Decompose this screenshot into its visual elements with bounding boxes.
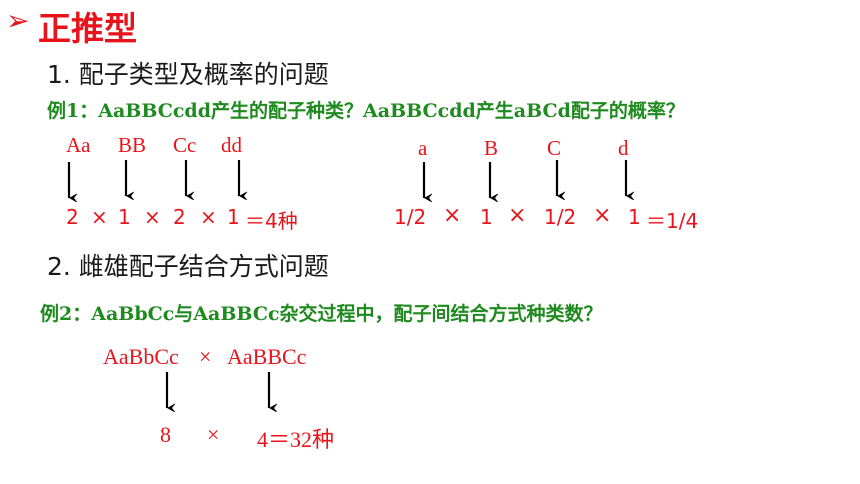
left-formula-term: 1 — [118, 205, 131, 229]
right-formula-term: 1/2 — [394, 205, 427, 229]
result-times: × — [207, 422, 220, 447]
down-arrow-icon — [555, 160, 565, 200]
left-formula-times: × — [144, 205, 161, 229]
result-term: 8 — [160, 422, 171, 447]
right-gene-b: B — [484, 136, 499, 160]
right-gene-a: a — [418, 136, 428, 160]
left-gene-dd: dd — [221, 133, 242, 157]
down-arrow-icon — [422, 162, 432, 202]
right-formula-term: 1 — [628, 205, 641, 229]
down-arrow-icon — [165, 372, 175, 412]
right-gene-d: d — [618, 136, 629, 160]
result-value: 4＝32种 — [257, 427, 335, 452]
title-bullet-icon: ➢ — [6, 4, 30, 37]
right-formula-times: × — [508, 203, 527, 228]
down-arrow-icon — [124, 160, 134, 200]
down-arrow-icon — [237, 160, 247, 200]
left-gene-cc: Cc — [173, 133, 197, 157]
right-formula-term: 1/2 — [544, 205, 577, 229]
left-formula-term: 2 — [66, 205, 79, 229]
left-formula-term: 1 — [227, 205, 240, 229]
down-arrow-icon — [67, 162, 77, 202]
left-formula-times: × — [91, 205, 108, 229]
down-arrow-icon — [184, 160, 194, 200]
right-formula-result: ＝1/4 — [646, 209, 699, 233]
section2-example: 例2：AaBbCc与AaBBCc杂交过程中，配子间结合方式种类数？ — [40, 303, 603, 325]
down-arrow-icon — [488, 162, 498, 202]
left-formula-result: ＝4种 — [245, 209, 298, 233]
cross-symbol: × — [199, 344, 212, 369]
left-gene-aa: Aa — [66, 133, 91, 157]
right-formula-times: × — [443, 203, 462, 228]
left-formula-term: 2 — [173, 205, 186, 229]
left-formula-times: × — [200, 205, 217, 229]
section1-example: 例1：AaBBCcdd产生的配子种类？AaBBCcdd产生aBCd配子的概率？ — [47, 100, 685, 122]
right-formula-term: 1 — [480, 205, 493, 229]
right-gene-c: C — [547, 136, 562, 160]
down-arrow-icon — [267, 372, 277, 412]
page-title: 正推型 — [38, 9, 137, 48]
down-arrow-icon — [624, 160, 634, 200]
parent1-genotype: AaBbCc — [103, 344, 179, 369]
right-formula-times: × — [593, 203, 612, 228]
parent2-genotype: AaBBCc — [227, 344, 307, 369]
left-gene-bb: BB — [118, 133, 147, 157]
section2-heading: 2. 雌雄配子结合方式问题 — [47, 252, 329, 281]
section1-heading: 1. 配子类型及概率的问题 — [47, 60, 329, 89]
